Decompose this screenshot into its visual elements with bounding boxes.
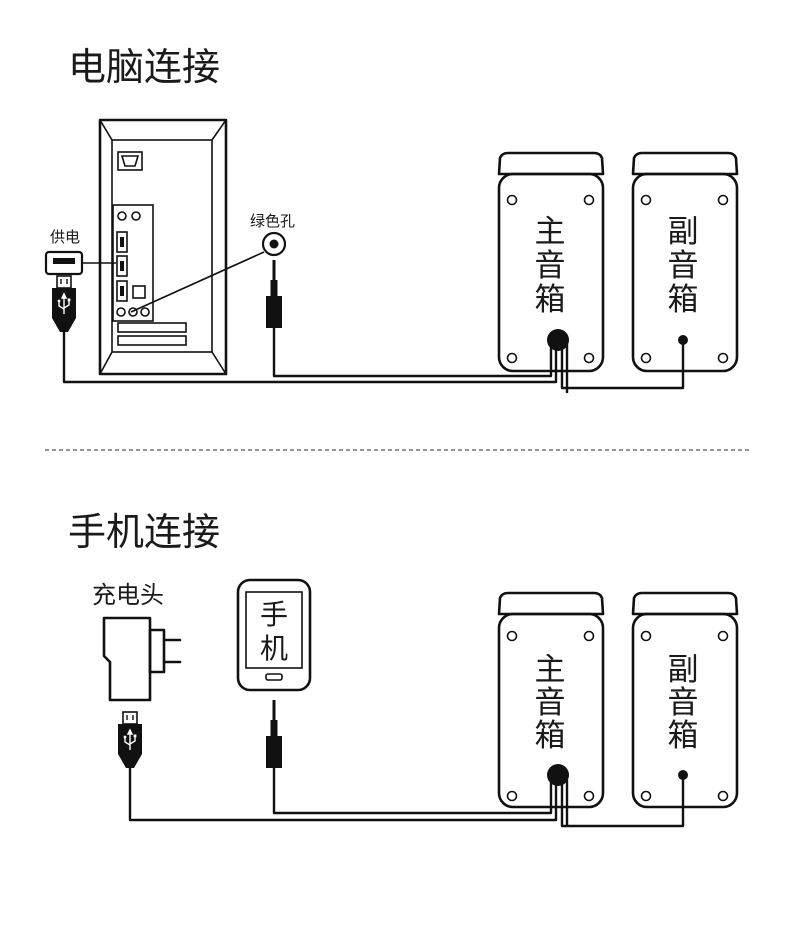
audio-port-icon: [128, 307, 138, 317]
speaker-input-port-icon: [547, 764, 569, 786]
cables: [62, 328, 685, 393]
main-speaker-char: 音: [535, 248, 566, 284]
power-label: 供电: [50, 228, 80, 246]
sub-speaker-char: 箱: [668, 718, 699, 754]
phone-screen-char: 手: [260, 598, 288, 631]
green-port-icon: [261, 231, 287, 257]
usb-plug-icon: [117, 711, 143, 769]
main-speaker: 主 音 箱: [497, 591, 605, 809]
sub-speaker-char: 副: [668, 214, 699, 250]
green-port-label: 绿色孔: [250, 212, 295, 230]
cables: [128, 768, 685, 828]
port-pointer-line: [130, 251, 265, 313]
computer-section-title: 电脑连接: [68, 45, 220, 89]
main-speaker: 主 音 箱: [497, 151, 605, 373]
sub-speaker: 副 音 箱: [631, 591, 739, 809]
audio-port-icon: [140, 307, 150, 317]
speaker-input-port-icon: [547, 329, 569, 351]
charger-label: 充电头: [92, 581, 164, 609]
main-speaker-char: 箱: [535, 718, 566, 754]
sub-speaker-char: 音: [668, 248, 699, 284]
sub-speaker: 副 音 箱: [631, 151, 739, 373]
phone-section-title: 手机连接: [68, 510, 220, 554]
sub-speaker-char: 箱: [668, 282, 699, 318]
main-speaker-char: 主: [535, 214, 566, 250]
main-speaker-char: 箱: [535, 282, 566, 318]
power-socket-icon: [117, 151, 143, 171]
usb-plug-icon: [51, 275, 77, 333]
audio-port-icon: [116, 307, 126, 317]
sub-speaker-char: 副: [668, 652, 699, 688]
main-speaker-char: 音: [535, 685, 566, 721]
charger-icon: [102, 616, 182, 702]
phone-screen-char: 机: [260, 632, 288, 665]
audio-plug-icon: [264, 258, 284, 330]
phone-icon: 手 机: [236, 578, 312, 692]
sub-speaker-char: 音: [668, 685, 699, 721]
computer-tower: [98, 118, 228, 376]
main-speaker-char: 主: [535, 652, 566, 688]
audio-plug-icon: [264, 698, 284, 770]
usb-port-icon: [44, 250, 116, 276]
io-panel: [112, 204, 154, 322]
